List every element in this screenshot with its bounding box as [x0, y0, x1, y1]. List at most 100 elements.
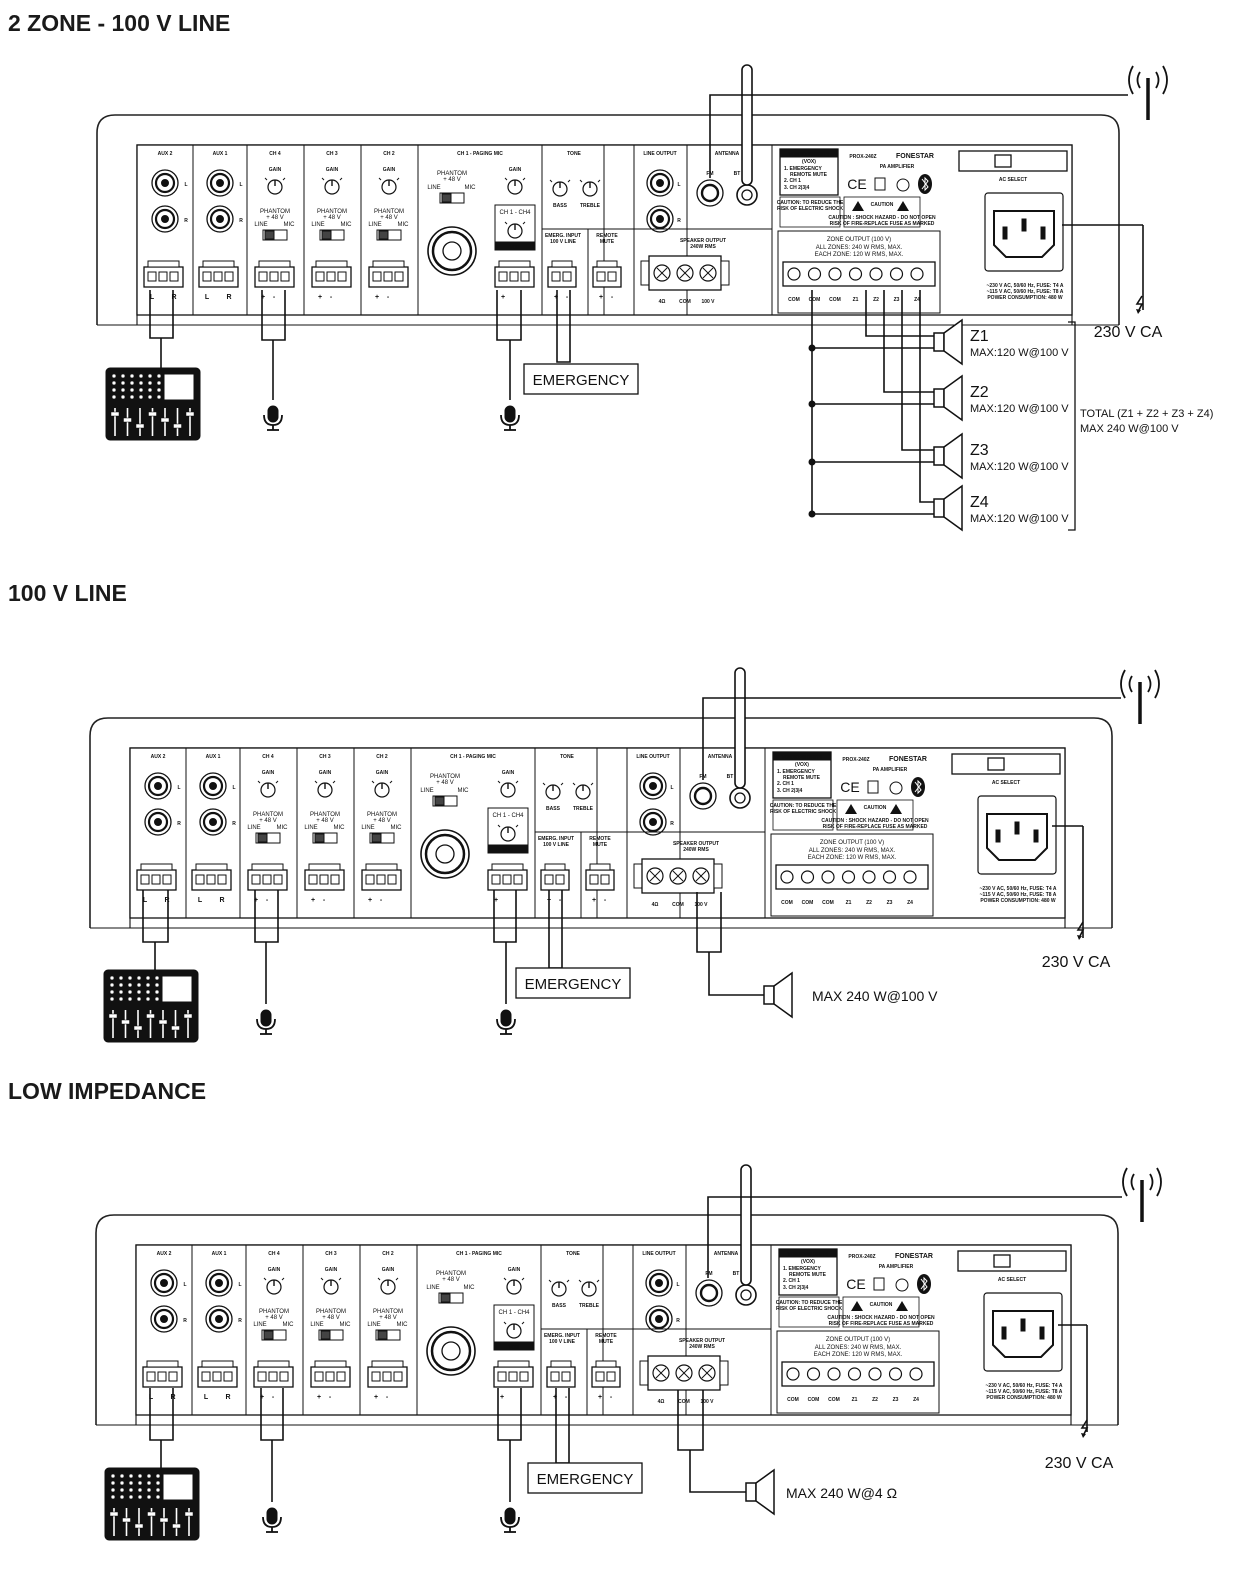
mains-label: 230 V CA [1042, 954, 1111, 971]
terminal-screw [212, 1371, 222, 1382]
terminal-screw [201, 1371, 211, 1382]
bt-antenna-core [740, 1289, 752, 1301]
mixer-fader-knob [108, 1013, 118, 1019]
emergency-cable [556, 290, 571, 363]
zone-terminal-screw [848, 267, 863, 281]
channel-header: AUX 2 [151, 754, 166, 760]
terminal-screw [157, 1371, 167, 1382]
knob-tick [275, 780, 279, 784]
terminal-screw [551, 271, 561, 282]
terminal-screw [544, 874, 554, 885]
terminal-label: 100 V [700, 1399, 714, 1405]
speaker-cone [755, 1468, 775, 1516]
speaker-cone [943, 374, 963, 422]
terminal-screw [279, 1371, 289, 1382]
rca-pin [655, 1315, 663, 1323]
mixer-fader-knob [109, 1511, 119, 1517]
voice-priority-title: VOICE PRIORITY [789, 152, 830, 158]
channel-header: CH 1 - PAGING MIC [450, 754, 496, 760]
switch-label: MIC [465, 185, 477, 191]
knob-icon [579, 179, 601, 197]
terminal-block: + [494, 260, 535, 301]
jack-label: L [177, 785, 180, 791]
mixer-button [110, 1494, 116, 1500]
fm-antenna-cable [709, 94, 1128, 178]
channel-header: TONE [560, 754, 574, 760]
iec-pin [1021, 218, 1027, 232]
mixer-screen [161, 975, 193, 1003]
remote-mute-label: MUTE [600, 239, 615, 245]
emergency-source-box [523, 363, 639, 395]
bt-label: BT [733, 1271, 740, 1277]
terminal-screw [393, 1371, 403, 1382]
terminal-screw [206, 874, 216, 885]
phantom-label: PHANTOM [430, 774, 460, 780]
terminal-screw [336, 1371, 346, 1382]
mixer-fader-knob [121, 1019, 130, 1025]
zone-terminal-strip [781, 1361, 935, 1387]
mixer-button [137, 1480, 143, 1486]
phantom-label: PHANTOM [317, 209, 347, 215]
zone-terminal-strip [782, 261, 936, 287]
phantom-voltage: + 48 V [322, 1315, 340, 1321]
mains-bolt-icon [1135, 295, 1144, 314]
phantom-label: PHANTOM [373, 1309, 403, 1315]
bt-label: BT [734, 171, 741, 177]
speaker-cable [689, 1450, 746, 1493]
switch-slot [255, 832, 281, 844]
terminal-screw [195, 874, 205, 885]
terminal-lug [720, 260, 730, 286]
zone-terminal-screw [903, 870, 917, 884]
speaker-magnet [745, 1482, 757, 1502]
junction-dot [808, 458, 816, 466]
phantom-label: PHANTOM [436, 1271, 466, 1277]
treble-label: TREBLE [579, 1303, 600, 1309]
mixer-button [156, 373, 162, 379]
caution-title: CAUTION [864, 805, 887, 811]
zone-terminal-label: Z2 [873, 297, 879, 303]
caution-label-box [843, 196, 921, 228]
ac-select-label: AC SELECT [998, 1277, 1026, 1283]
bt-antenna-icon [734, 667, 746, 789]
terminal-screw [513, 874, 523, 885]
rca-jack [639, 772, 667, 800]
antenna-wave [1120, 669, 1126, 699]
antenna-wave [1162, 65, 1168, 95]
knob-tick [339, 177, 343, 181]
terminal-screw [382, 1371, 392, 1382]
terminal-block: +- [540, 863, 570, 904]
vox-label: VOX [509, 1345, 520, 1351]
junction-dot [808, 510, 816, 518]
mixer-button [120, 380, 126, 386]
zone-output-spec: EACH ZONE: 120 W RMS, MAX. [808, 855, 897, 861]
terminal-top [498, 260, 531, 268]
mic-capsule [267, 405, 279, 423]
terminal-top [195, 863, 228, 871]
terminal-top [371, 1360, 404, 1368]
mixer-button [118, 975, 124, 981]
knob-tick [549, 179, 553, 183]
zone-terminal-label: COM [809, 297, 821, 303]
mixer-button [155, 1487, 161, 1493]
terminal-label: 100 V [701, 299, 715, 305]
phantom-voltage: + 48 V [380, 215, 398, 221]
rca-pin [649, 782, 657, 790]
knob-tick [515, 780, 519, 784]
channel-header: CH 1 - PAGING MIC [456, 1251, 502, 1257]
mixer-button [156, 394, 162, 400]
zone-terminal-screw [780, 870, 794, 884]
xlr-core [435, 844, 455, 864]
pin-label: + [599, 294, 603, 301]
mixer-button [154, 996, 160, 1002]
antenna-wave [1147, 675, 1152, 693]
line-mic-switch-icon [376, 229, 402, 241]
terminal-screw [595, 1371, 605, 1382]
jack-label: R [676, 1318, 680, 1324]
vox-range-label: CH 1 - CH4 [499, 210, 531, 216]
channel-header: AUX 1 [213, 151, 228, 157]
mixer-button [147, 380, 153, 386]
pin-label: - [610, 1394, 613, 1401]
model-label: PROX-240Z [849, 154, 876, 160]
